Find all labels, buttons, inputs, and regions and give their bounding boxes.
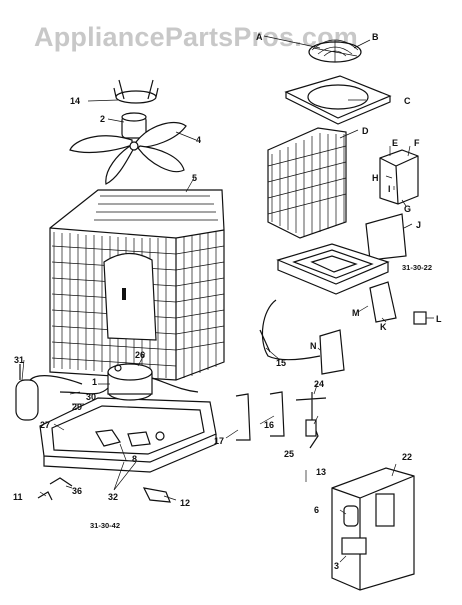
callout-n: N bbox=[310, 341, 317, 351]
numeric-callouts: 14 2 4 5 26 1 31 30 29 27 11 36 32 17 16… bbox=[13, 96, 412, 571]
diagram-ref-left: 31-30-42 bbox=[90, 521, 120, 530]
letter-callouts: A B C D E F H I G J M K L N bbox=[256, 32, 442, 351]
fan-guard bbox=[308, 39, 362, 63]
condenser-coil-right bbox=[267, 127, 347, 239]
watermark-text: AppliancePartsPros.com bbox=[34, 22, 358, 52]
callout-26: 26 bbox=[135, 350, 145, 360]
callout-2: 2 bbox=[100, 114, 105, 124]
side-panel-k bbox=[369, 281, 397, 323]
callout-b: B bbox=[372, 32, 379, 42]
callout-m: M bbox=[352, 308, 360, 318]
accumulator bbox=[15, 364, 83, 421]
base-pan-left bbox=[39, 397, 217, 473]
callout-i: I bbox=[388, 184, 391, 194]
service-valve-12 bbox=[142, 487, 171, 503]
callout-3: 3 bbox=[334, 561, 339, 571]
callout-4: 4 bbox=[196, 135, 201, 145]
callout-g: G bbox=[404, 204, 411, 214]
callout-16: 16 bbox=[264, 420, 274, 430]
panel-n bbox=[319, 329, 345, 375]
callout-36: 36 bbox=[72, 486, 82, 496]
callout-d: D bbox=[362, 126, 369, 136]
refrigerant-lines-left bbox=[59, 377, 199, 447]
panel-j bbox=[365, 213, 407, 261]
callout-32: 32 bbox=[108, 492, 118, 502]
callout-15: 15 bbox=[276, 358, 286, 368]
callout-13: 13 bbox=[316, 467, 326, 477]
callout-8: 8 bbox=[132, 454, 137, 464]
leader-lines bbox=[21, 35, 434, 563]
callout-11: 11 bbox=[13, 492, 23, 502]
callout-a: A bbox=[256, 32, 263, 42]
service-valve-11 bbox=[37, 477, 73, 501]
fan-blade bbox=[69, 121, 187, 185]
access-panel bbox=[103, 252, 157, 341]
fan-motor-bracket bbox=[113, 79, 159, 104]
callout-c: C bbox=[404, 96, 411, 106]
bracket-l bbox=[413, 311, 427, 325]
callout-k: K bbox=[380, 322, 387, 332]
compressor bbox=[107, 363, 153, 401]
callout-12: 12 bbox=[180, 498, 190, 508]
control-box bbox=[331, 467, 415, 591]
callout-5: 5 bbox=[192, 173, 197, 183]
callout-l: L bbox=[436, 314, 442, 324]
fan-motor bbox=[121, 112, 147, 139]
callout-25: 25 bbox=[284, 449, 294, 459]
callout-30: 30 bbox=[86, 392, 96, 402]
callout-e: E bbox=[392, 138, 398, 148]
callout-31: 31 bbox=[14, 355, 24, 365]
callout-1: 1 bbox=[92, 377, 97, 387]
callout-22: 22 bbox=[402, 452, 412, 462]
callout-6: 6 bbox=[314, 505, 319, 515]
control-box-cover bbox=[379, 149, 419, 205]
callout-j: J bbox=[416, 220, 421, 230]
callout-24: 24 bbox=[314, 379, 324, 389]
callout-f: F bbox=[414, 138, 420, 148]
callout-27: 27 bbox=[40, 420, 50, 430]
base-pan-right bbox=[276, 243, 390, 295]
callout-17: 17 bbox=[214, 436, 224, 446]
callout-29: 29 bbox=[72, 402, 82, 412]
refrigerant-lines-right bbox=[235, 299, 327, 449]
top-panel bbox=[284, 75, 392, 125]
callout-14: 14 bbox=[70, 96, 80, 106]
diagram-ref-right: 31-30-22 bbox=[402, 263, 432, 272]
callout-h: H bbox=[372, 173, 379, 183]
